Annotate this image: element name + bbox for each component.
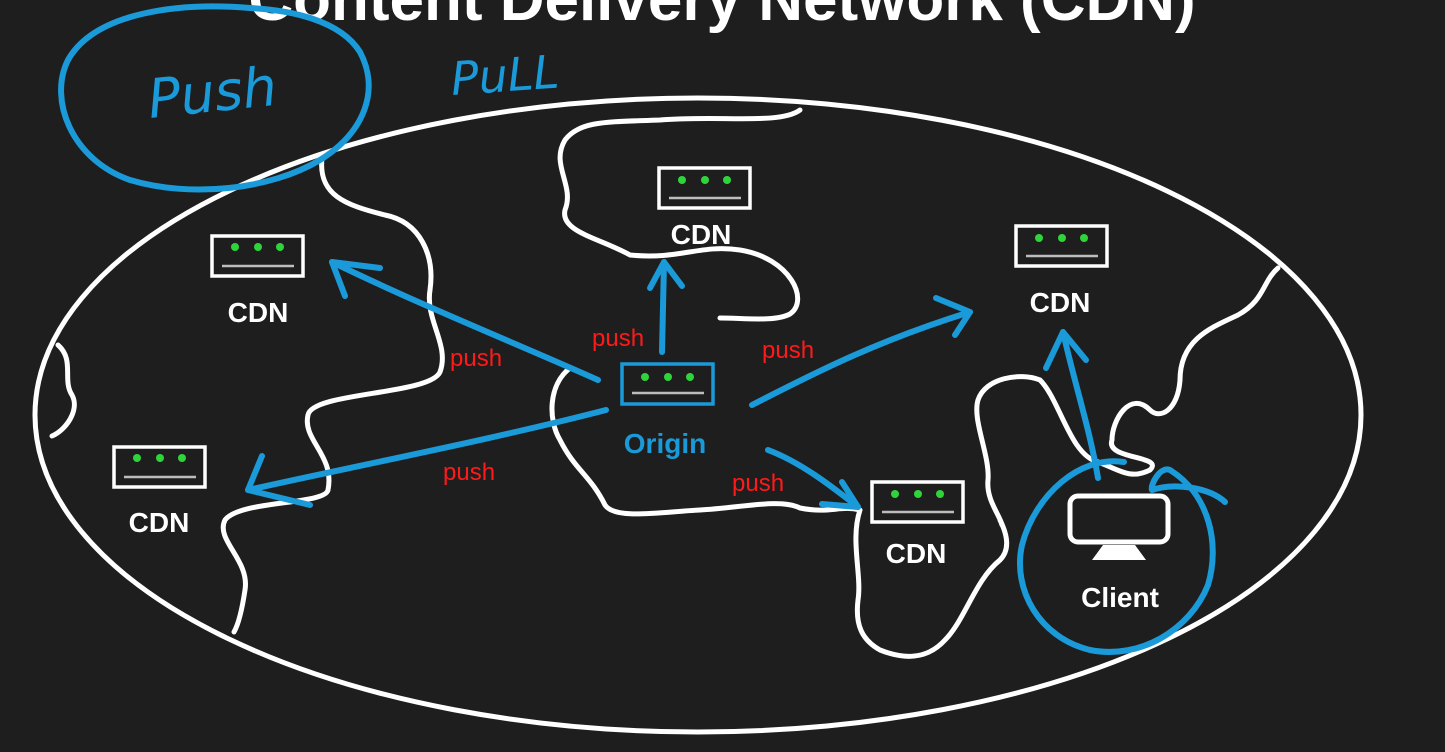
client-circle — [1017, 458, 1228, 655]
push-label-north: push — [592, 325, 644, 352]
client-label: Client — [1081, 582, 1159, 613]
push-annotation: Push — [145, 55, 280, 131]
push-arrows — [245, 259, 973, 510]
arrow-to-cdn-east — [749, 309, 973, 408]
cdn-node-south: CDN — [870, 480, 965, 569]
arrow-to-cdn-southwest — [245, 407, 609, 493]
monitor-icon — [1067, 493, 1171, 545]
continent-coast-west — [49, 342, 77, 439]
push-circle — [58, 3, 372, 193]
cdn-label: CDN — [129, 507, 190, 538]
arrow-head-client-cdn — [1043, 329, 1089, 371]
arrow-head-cdn-north — [647, 259, 685, 291]
cdn-label: CDN — [228, 297, 289, 328]
push-label-south: push — [732, 470, 784, 497]
arrow-to-cdn-south — [765, 447, 861, 510]
arrow-to-cdn-west — [329, 259, 601, 383]
continent-americas — [220, 155, 445, 635]
server-icon — [210, 234, 305, 278]
push-label-east: push — [762, 337, 814, 364]
origin-label: Origin — [624, 428, 706, 459]
slide-title: Content Delivery Network (CDN) — [248, 0, 1195, 34]
arrow-head-cdn-south — [819, 479, 861, 510]
pull-annotation: PuLL — [449, 45, 561, 106]
arrow-head-cdn-west — [329, 259, 383, 299]
server-icon — [112, 445, 207, 489]
origin-server-icon — [620, 362, 715, 406]
cdn-label: CDN — [1030, 287, 1091, 318]
origin-node: Origin — [620, 362, 715, 459]
cdn-node-north: CDN — [657, 166, 752, 250]
continent-asia — [974, 265, 1281, 528]
cdn-label: CDN — [886, 538, 947, 569]
arrow-to-cdn-north — [659, 259, 667, 355]
server-icon — [657, 166, 752, 210]
continent-europe — [557, 107, 803, 322]
server-icon — [1014, 224, 1109, 268]
cdn-node-southwest: CDN — [112, 445, 207, 538]
push-label-west: push — [450, 345, 502, 372]
world-outline — [32, 95, 1364, 735]
cdn-node-east: CDN — [1014, 224, 1109, 318]
cdn-label: CDN — [671, 219, 732, 250]
arrow-head-cdn-southwest — [245, 453, 313, 508]
push-label-southwest: push — [443, 459, 495, 486]
monitor-stand-icon — [1092, 545, 1146, 560]
client-node: Client — [1067, 493, 1171, 613]
server-icon — [870, 480, 965, 524]
cdn-node-west: CDN — [210, 234, 305, 328]
arrow-head-cdn-east — [933, 295, 973, 338]
